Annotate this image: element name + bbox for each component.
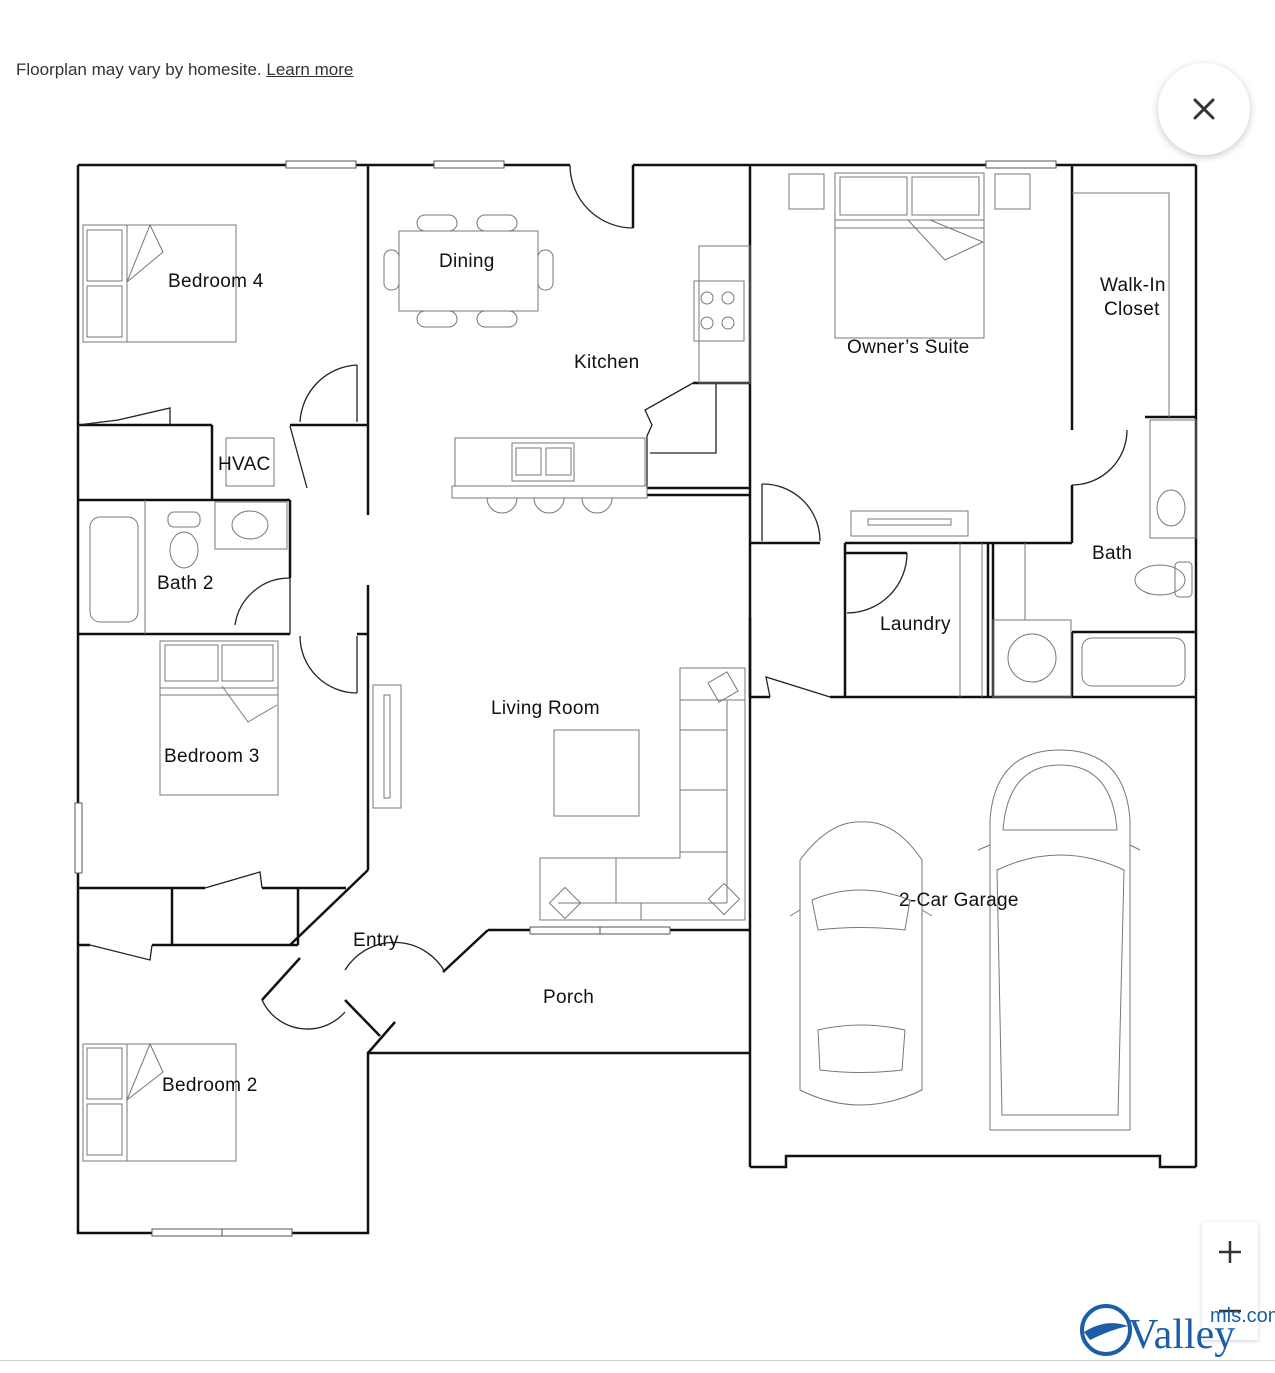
windows (74, 160, 1057, 1237)
zoom-controls (1202, 1222, 1258, 1340)
logo-suffix: mls.com (1210, 1305, 1275, 1327)
label-walkin-line2: Closet (1104, 299, 1160, 320)
floorplan-disclaimer: Floorplan may vary by homesite. Learn mo… (16, 60, 353, 80)
zoom-out-button[interactable] (1202, 1281, 1258, 1340)
close-button[interactable] (1158, 63, 1250, 155)
label-porch: Porch (543, 987, 594, 1008)
walls (76, 163, 1198, 1235)
minus-icon (1219, 1309, 1241, 1312)
label-dining: Dining (439, 251, 495, 272)
label-living-room: Living Room (491, 698, 600, 719)
disclaimer-text: Floorplan may vary by homesite. (16, 60, 262, 79)
label-laundry: Laundry (880, 614, 951, 635)
label-bedroom-3: Bedroom 3 (164, 746, 260, 767)
label-owners-suite: Owner’s Suite (847, 337, 970, 358)
valleymls-logo: Valley mls.com (1080, 1300, 1275, 1358)
bottom-divider (0, 1360, 1275, 1361)
label-bath: Bath (1092, 543, 1132, 564)
label-bedroom-2: Bedroom 2 (162, 1075, 258, 1096)
close-icon (1193, 98, 1215, 120)
label-kitchen: Kitchen (574, 352, 639, 373)
learn-more-link[interactable]: Learn more (266, 60, 354, 79)
label-walkin-line1: Walk-In (1100, 275, 1166, 296)
zoom-in-button[interactable] (1202, 1222, 1258, 1281)
label-bath-2: Bath 2 (157, 573, 214, 594)
fixtures (82, 172, 1197, 1162)
label-garage: 2-Car Garage (899, 890, 1019, 911)
doors (77, 164, 1128, 1030)
label-hvac: HVAC (218, 454, 271, 475)
label-bedroom-4: Bedroom 4 (168, 271, 264, 292)
label-entry: Entry (353, 930, 399, 951)
plus-icon (1219, 1240, 1241, 1263)
valley-swoosh-icon: Valley mls.com (1080, 1304, 1275, 1358)
room-labels: Bedroom 4 Dining Kitchen Owner’s Suite W… (157, 251, 1166, 1096)
logo-wordmark: Valley (1128, 1312, 1235, 1358)
